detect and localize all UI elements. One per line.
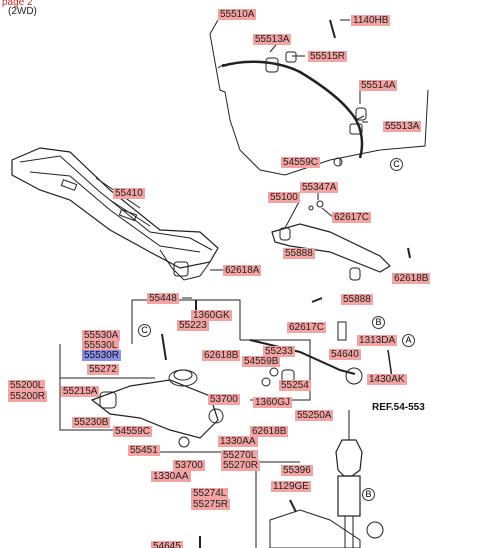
drive-type-note: (2WD) bbox=[8, 6, 37, 17]
part-label: 55451 bbox=[128, 445, 160, 456]
part-label: 54559C bbox=[113, 426, 153, 437]
part-label: 55250A bbox=[295, 410, 334, 421]
part-label: 55530A bbox=[82, 330, 121, 341]
part-label: 62618B bbox=[202, 350, 241, 361]
part-label: 55233 bbox=[263, 346, 295, 357]
part-label: 55230B bbox=[72, 417, 111, 428]
part-label: 53700 bbox=[173, 460, 205, 471]
part-label: 62618A bbox=[223, 265, 262, 276]
part-label: 55448 bbox=[147, 293, 179, 304]
part-label: 55275R bbox=[191, 499, 231, 510]
part-label: 55513A bbox=[253, 34, 292, 45]
part-label: 54559C bbox=[281, 157, 321, 168]
part-label: 1330AA bbox=[151, 471, 191, 482]
part-label: 55200R bbox=[8, 391, 48, 402]
part-label: 55530L bbox=[82, 340, 120, 351]
page-indicator: page 2 bbox=[2, 0, 33, 8]
part-label: 55513A bbox=[383, 121, 422, 132]
upper-arm bbox=[271, 223, 391, 273]
callout-b: B bbox=[362, 488, 375, 501]
part-label: 1140HB bbox=[351, 15, 391, 26]
part-label: 55530R bbox=[82, 350, 122, 361]
part-label: 55888 bbox=[341, 294, 373, 305]
shock-absorber bbox=[335, 439, 363, 477]
part-label: 55270L bbox=[221, 450, 259, 461]
part-label: 62618B bbox=[392, 273, 431, 284]
callout-a: A bbox=[402, 334, 415, 347]
lower-arm bbox=[90, 379, 219, 439]
part-label: 55514A bbox=[359, 80, 398, 91]
part-label: 55223 bbox=[177, 320, 209, 331]
part-label: 55396 bbox=[281, 465, 313, 476]
callout-c: C bbox=[390, 158, 403, 171]
part-label: 55274L bbox=[191, 488, 229, 499]
part-label: 55410 bbox=[113, 188, 145, 199]
callout-b: B bbox=[372, 316, 385, 329]
part-label: 1360GJ bbox=[253, 397, 293, 408]
part-label: 55215A bbox=[61, 386, 100, 397]
part-label: 55254 bbox=[279, 380, 311, 391]
part-label: 1360GK bbox=[191, 310, 232, 321]
part-label: 1330AA bbox=[218, 436, 258, 447]
stabilizer-frame bbox=[209, 19, 429, 176]
part-label: 1129GE bbox=[271, 481, 311, 492]
part-label: 55270R bbox=[221, 460, 261, 471]
part-label: 55200L bbox=[8, 380, 46, 391]
part-label: 55100 bbox=[268, 192, 300, 203]
part-label: 54645 bbox=[151, 541, 183, 548]
part-label: 53700 bbox=[208, 394, 240, 405]
part-label: 55347A bbox=[300, 182, 339, 193]
part-label: 1430AK bbox=[367, 374, 407, 385]
part-label: 54559B bbox=[242, 356, 281, 367]
part-label: 55272 bbox=[87, 364, 119, 375]
part-label: 54640 bbox=[329, 349, 361, 360]
part-label: 1313DA bbox=[357, 335, 398, 346]
part-label: 55510A bbox=[218, 9, 257, 20]
part-label: 62618B bbox=[250, 426, 289, 437]
callout-c: C bbox=[138, 324, 151, 337]
stabilizer-bar bbox=[221, 60, 364, 159]
part-label: 62617C bbox=[332, 212, 372, 223]
part-label: 55888 bbox=[283, 248, 315, 259]
part-label: 62617C bbox=[287, 322, 327, 333]
part-label: 55515R bbox=[308, 51, 348, 62]
reference-label: REF.54-553 bbox=[372, 402, 425, 413]
